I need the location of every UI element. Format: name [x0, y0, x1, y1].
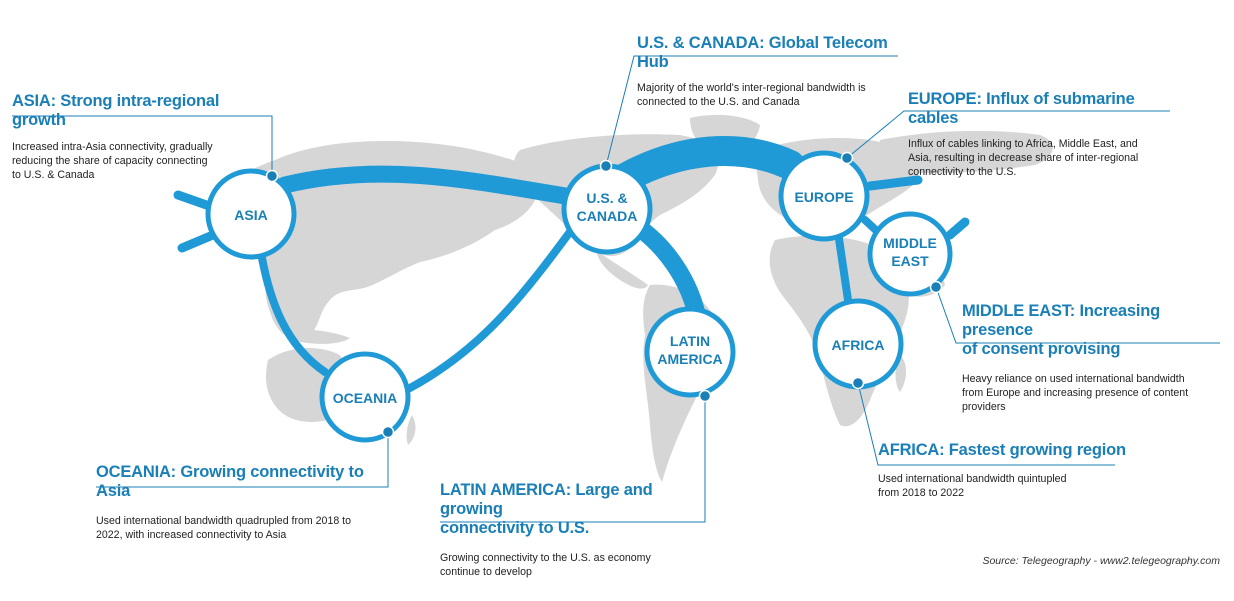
region-node-europe: EUROPE [778, 150, 870, 242]
landmass-new-zealand [406, 415, 416, 445]
callout-middle-east: MIDDLE EAST: Increasing presence of cons… [962, 302, 1227, 414]
europe-stub-east [865, 175, 923, 191]
region-label-oceania: OCEANIA [333, 390, 398, 406]
region-label-us-canada: U.S. & CANADA [577, 190, 638, 224]
region-label-line: U.S. & [586, 190, 627, 206]
region-node-oceania: OCEANIA [319, 351, 411, 443]
callout-leader-lines [12, 55, 1220, 523]
leader-oceania [96, 432, 389, 488]
region-node-africa: AFRICA [812, 298, 904, 390]
callout-asia: ASIA: Strong intra-regional growth Incre… [12, 92, 274, 182]
link-us-canada-europe [610, 136, 805, 193]
link-europe-africa [834, 228, 852, 304]
anchor-dot-asia [265, 169, 279, 183]
landmass-russia [879, 130, 1053, 174]
region-label-asia: ASIA [234, 207, 267, 223]
landmass-indonesia [289, 329, 350, 344]
anchor-dot-oceania [381, 425, 395, 439]
callout-desc-oceania: Used international bandwidth quadrupled … [96, 515, 352, 541]
anchor-dot-latin-america [698, 389, 712, 403]
callout-latin-america: LATIN AMERICA: Large and growing connect… [440, 481, 715, 579]
region-label-line: CANADA [577, 208, 638, 224]
callout-africa: AFRICA: Fastest growing region Used inte… [878, 441, 1138, 500]
callout-title-latin-america: LATIN AMERICA: Large and growing connect… [440, 481, 653, 537]
leader-us-canada [605, 55, 898, 167]
landmass-central-america [596, 250, 648, 289]
region-node-latin-america: LATIN AMERICA [644, 306, 736, 398]
callout-title-middle-east: MIDDLE EAST: Increasing presence of cons… [962, 302, 1161, 358]
region-label-line: MIDDLE [883, 235, 937, 251]
region-label-line: EAST [891, 253, 929, 269]
link-oceania-us-canada [406, 221, 579, 392]
link-asia-oceania [258, 254, 329, 376]
leader-africa [857, 382, 1115, 466]
callout-desc-africa: Used international bandwidth quintupled … [878, 473, 1067, 499]
callout-title-oceania: OCEANIA: Growing connectivity to Asia [96, 463, 364, 500]
region-label-line: LATIN [670, 333, 710, 349]
leader-middle-east [935, 286, 1220, 344]
callout-title-africa: AFRICA: Fastest growing region [878, 441, 1126, 459]
middle-east-stub-east [945, 217, 970, 240]
callout-us-canada: U.S. & CANADA: Global Telecom Hub Majori… [637, 34, 917, 109]
leader-anchor-dots [265, 151, 943, 439]
callout-europe: EUROPE: Influx of submarine cables Influ… [908, 90, 1183, 179]
region-node-us-canada: U.S. & CANADA [561, 163, 653, 255]
callout-desc-europe: Influx of cables linking to Africa, Midd… [908, 138, 1139, 178]
callout-oceania: OCEANIA: Growing connectivity to Asia Us… [96, 463, 396, 542]
region-label-africa: AFRICA [832, 337, 885, 353]
region-node-middle-east: MIDDLE EAST [867, 211, 953, 297]
region-label-europe: EUROPE [794, 189, 853, 205]
region-label-latin-america: LATIN AMERICA [657, 333, 722, 367]
callout-desc-middle-east: Heavy reliance on used international ban… [962, 373, 1189, 413]
leader-asia [12, 115, 273, 176]
anchor-dot-us-canada [599, 159, 613, 173]
callout-desc-us-canada: Majority of the world's inter-regional b… [637, 82, 866, 108]
leader-europe [846, 110, 1170, 159]
anchor-dot-africa [851, 376, 865, 390]
region-label-line: OCEANIA [333, 390, 398, 406]
region-label-line: AMERICA [657, 351, 722, 367]
landmass-japan [296, 215, 308, 252]
region-label-middle-east: MIDDLE EAST [883, 235, 937, 269]
region-label-line: ASIA [234, 207, 267, 223]
source-credit: Source: Telegeography - www2.telegeograp… [982, 555, 1220, 567]
callout-title-europe: EUROPE: Influx of submarine cables [908, 90, 1135, 127]
region-nodes: ASIA U.S. & CANADA EUROPE MIDDLE EAST AFRI… [205, 150, 953, 443]
callout-desc-asia: Increased intra-Asia connectivity, gradu… [12, 141, 213, 181]
anchor-dot-middle-east [929, 280, 943, 294]
region-label-line: EUROPE [794, 189, 853, 205]
region-node-asia: ASIA [205, 168, 297, 260]
leader-latin-america [440, 396, 706, 523]
anchor-dot-europe [840, 151, 854, 165]
link-asia-us-canada [276, 165, 574, 205]
region-label-line: AFRICA [832, 337, 885, 353]
callout-desc-latin-america: Growing connectivity to the U.S. as econ… [440, 552, 651, 578]
callout-title-us-canada: U.S. & CANADA: Global Telecom Hub [637, 34, 888, 71]
callout-title-asia: ASIA: Strong intra-regional growth [12, 92, 220, 129]
